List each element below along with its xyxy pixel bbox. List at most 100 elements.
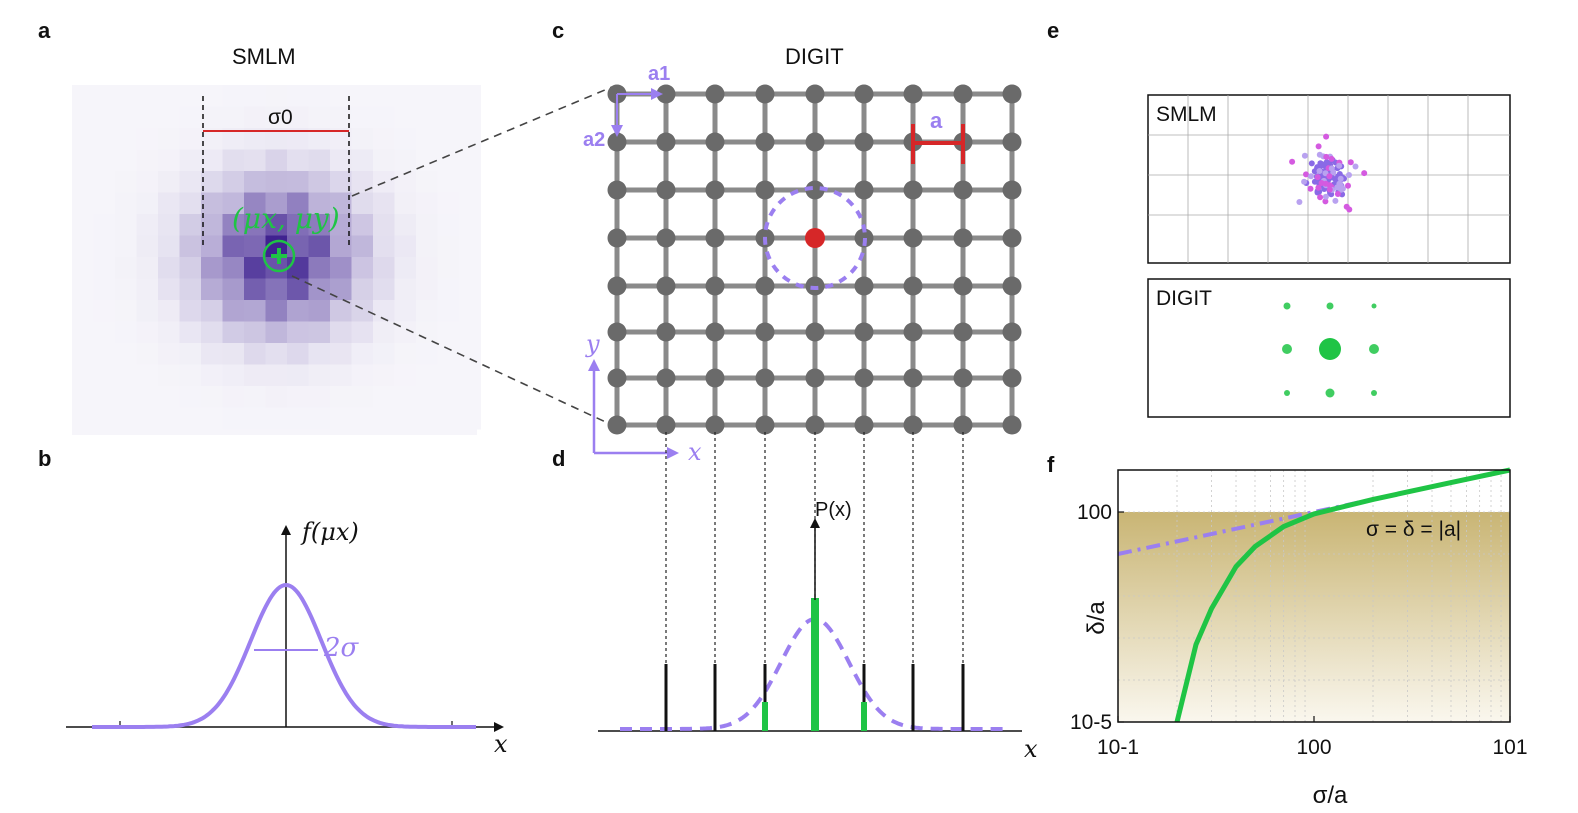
psf-pixel [287, 300, 309, 322]
psf-pixel [115, 257, 137, 279]
psf-pixel [416, 214, 438, 236]
localization-circle [763, 186, 867, 290]
lattice-probability-dot [1319, 338, 1341, 360]
psf-pixel [179, 235, 202, 258]
lattice-atom [903, 322, 923, 342]
psf-pixel [222, 171, 245, 193]
digit-dots-box [1147, 278, 1511, 418]
psf-pixel [93, 192, 116, 215]
psf-pixel [179, 300, 202, 322]
psf-pixel [330, 149, 352, 172]
lattice-atom [705, 228, 725, 248]
lattice-atom [1002, 368, 1022, 388]
lattice-atom [607, 322, 627, 342]
panel-b-x-label: x [494, 730, 508, 758]
psf-pixel [136, 321, 159, 344]
psf-pixel [351, 106, 374, 129]
lattice-atom [854, 368, 874, 388]
lattice-atom [755, 132, 775, 152]
psf-pixel [158, 257, 180, 279]
psf-pixel [373, 321, 395, 344]
lattice-atom [854, 180, 874, 200]
psf-pixel [136, 343, 159, 365]
psf-pixel [136, 278, 159, 301]
psf-pixel [308, 364, 331, 387]
psf-pixel [351, 235, 374, 258]
localization-dot [1301, 178, 1308, 185]
psf-pixel [179, 407, 202, 430]
psf-pixel [373, 407, 395, 430]
psf-pixel [437, 106, 460, 129]
psf-pixel [265, 149, 288, 172]
psf-pixel [265, 278, 288, 301]
lattice-atom [953, 368, 973, 388]
psf-pixel [222, 321, 245, 344]
psf-pixel [222, 300, 245, 322]
psf-pixel [287, 149, 309, 172]
lattice-atom [854, 84, 874, 104]
psf-pixel [115, 407, 137, 430]
psf-pixel [158, 364, 180, 387]
lattice-atom [805, 415, 825, 435]
psf-pixel [115, 364, 137, 387]
psf-pixel [136, 235, 159, 258]
psf-pixel [179, 343, 202, 365]
lattice-atom [755, 276, 775, 296]
psf-pixel [459, 278, 481, 301]
psf-pixel [394, 192, 417, 215]
lattice-atom [607, 180, 627, 200]
lattice-atom [953, 415, 973, 435]
psf-pixel [72, 106, 94, 129]
psf-pixel [93, 300, 116, 322]
psf-pixel [93, 85, 116, 107]
lattice-atom [607, 276, 627, 296]
psf-pixel [265, 300, 288, 322]
psf-pixel [287, 257, 309, 279]
lattice-atom [1002, 415, 1022, 435]
psf-pixel [201, 407, 223, 430]
psf-pixel [459, 343, 481, 365]
psf-pixel [394, 257, 417, 279]
psf-pixel [287, 128, 309, 150]
psf-pixel [416, 192, 438, 215]
lattice-atom [705, 322, 725, 342]
psf-pixel [459, 386, 481, 408]
psf-pixel [351, 278, 374, 301]
panel-label-c: c [552, 18, 565, 43]
psf-pixel [265, 364, 288, 387]
lattice-atom [705, 180, 725, 200]
chart-annotation: σ = δ = |a| [1366, 518, 1461, 541]
psf-pixel [416, 106, 438, 129]
lattice-atom [854, 276, 874, 296]
psf-pixel [287, 192, 309, 215]
localization-dot [1346, 172, 1352, 178]
psf-pixel [244, 321, 266, 344]
psf-pixel [287, 343, 309, 365]
psf-pixel [373, 149, 395, 172]
psf-pixel [201, 321, 223, 344]
psf-pixel [373, 192, 395, 215]
localization-dot [1361, 170, 1368, 177]
psf-pixel [179, 278, 202, 301]
psf-pixel [136, 149, 159, 172]
psf-pixel [115, 235, 137, 258]
psf-pixel [222, 85, 245, 107]
localization-dot [1319, 161, 1326, 168]
lattice-atom [953, 84, 973, 104]
psf-pixel [265, 192, 288, 215]
psf-pixel [93, 278, 116, 301]
psf-pixel [115, 85, 137, 107]
psf-pixel [373, 106, 395, 129]
psf-pixel [136, 192, 159, 215]
psf-pixel [136, 386, 159, 408]
psf-pixel [459, 85, 481, 107]
lattice-atom [805, 368, 825, 388]
psf-pixel [222, 149, 245, 172]
localization-dot [1323, 153, 1330, 160]
psf-pixel [244, 407, 266, 430]
psf-pixel [158, 321, 180, 344]
localization-dot [1308, 173, 1314, 180]
psf-pixel [308, 85, 331, 107]
lattice-atom [755, 322, 775, 342]
localization-dot [1289, 158, 1296, 165]
